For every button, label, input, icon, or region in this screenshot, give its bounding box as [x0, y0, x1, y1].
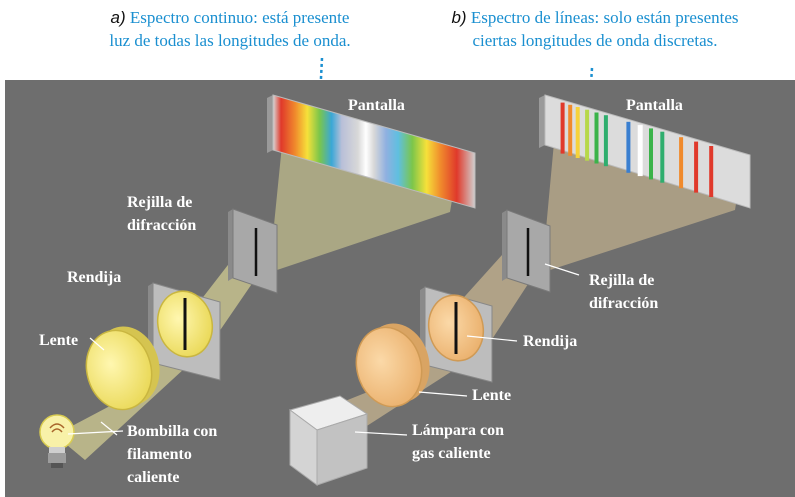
label-grating-b-1: Rejilla de [589, 272, 655, 289]
caption-a-line1: Espectro continuo: está presente [129, 8, 350, 27]
caption-letter-b: b) [451, 8, 467, 27]
beam-a-main [55, 230, 275, 460]
screen-a [272, 94, 476, 209]
grating-b-edge [502, 210, 507, 281]
emission-line [560, 102, 565, 154]
caption-line-spectrum: b) Espectro de líneas: solo están presen… [410, 6, 780, 52]
caption-b-line1: Espectro de líneas: solo están presentes [470, 8, 739, 27]
label-source-b-1: Lámpara con [412, 422, 504, 439]
emission-line [626, 121, 631, 173]
leader-lines [67, 263, 580, 436]
beam-b-main [310, 235, 545, 440]
emission-line [660, 131, 665, 183]
label-source-a-1: Bombilla con [127, 423, 218, 440]
emission-line [694, 141, 699, 193]
lightbulb-icon [39, 414, 75, 468]
emission-line [568, 104, 573, 156]
label-screen-a: Pantalla [348, 97, 405, 114]
gas-lamp-icon [288, 395, 369, 486]
label-source-a-3: caliente [127, 469, 180, 486]
label-slit-b: Rendija [523, 333, 578, 350]
label-grating-a-1: Rejilla de [127, 194, 193, 211]
emission-line-white [637, 125, 643, 177]
emission-line [585, 109, 590, 161]
label-grating-b-2: difracción [589, 295, 659, 312]
emission-line [594, 112, 599, 164]
screen-a-side [267, 95, 273, 153]
diagram-scene: Pantalla Rejilla de difracción Rendija L… [5, 80, 795, 497]
arrow-a-icon [318, 57, 324, 99]
label-lens-b: Lente [472, 387, 512, 404]
emission-line [649, 128, 653, 180]
caption-b-line2: ciertas longitudes de onda discretas. [472, 31, 718, 50]
diagram-drawing [39, 94, 751, 486]
label-source-a-2: filamento [127, 446, 192, 463]
label-screen-b: Pantalla [626, 97, 683, 114]
caption-letter-a: a) [110, 8, 126, 27]
emission-line [575, 107, 580, 158]
lens-b [355, 326, 423, 408]
emission-line [679, 137, 684, 189]
label-grating-a-2: difracción [127, 217, 197, 234]
lens-a [85, 329, 153, 411]
screen-b-side [539, 95, 545, 148]
label-slit-a: Rendija [67, 269, 122, 286]
caption-continuous-spectrum: a) Espectro continuo: está presente luz … [60, 6, 400, 52]
spectrum-b-lines [560, 102, 714, 197]
caption-a-line2: luz de todas las longitudes de onda. [109, 31, 351, 50]
grating-a-edge [228, 209, 233, 281]
emission-line [709, 146, 714, 197]
label-lens-a: Lente [39, 332, 79, 349]
label-source-b-2: gas caliente [412, 445, 491, 462]
emission-line [603, 115, 608, 167]
